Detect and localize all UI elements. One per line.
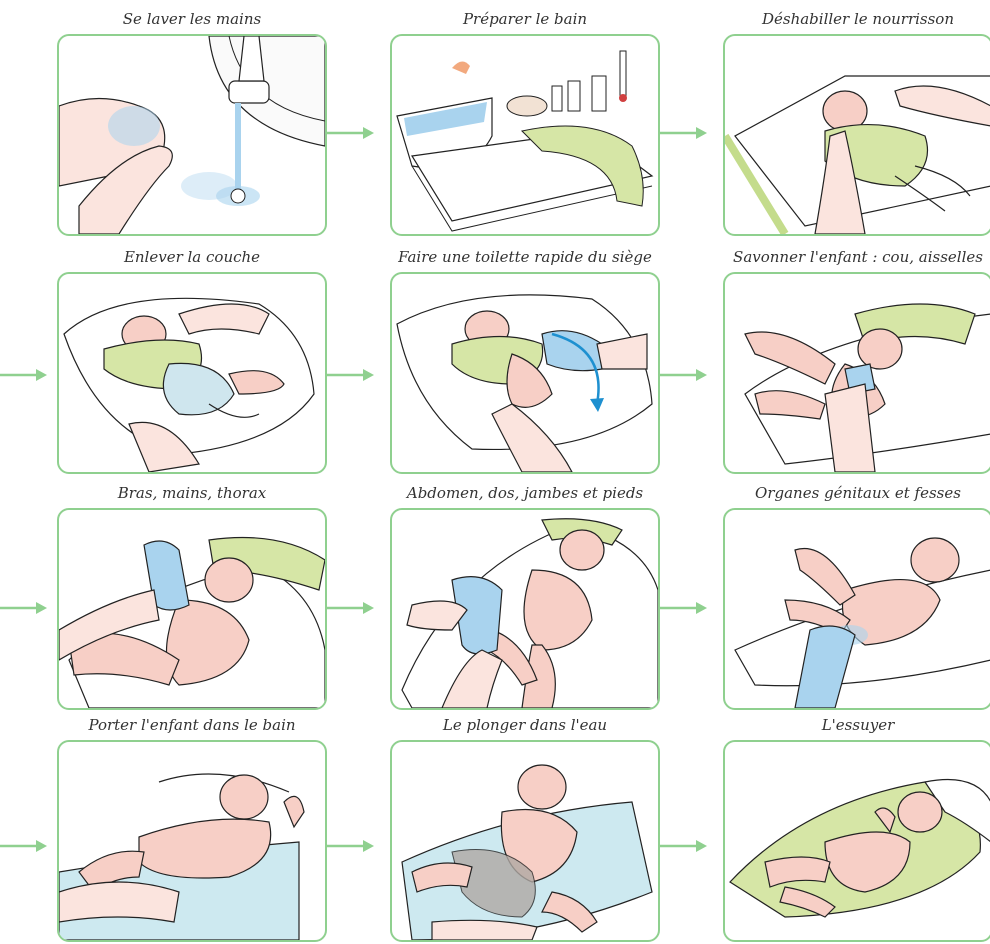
flow-arrow [660, 367, 708, 383]
step-illustration [390, 34, 660, 236]
step-illustration [390, 740, 660, 942]
flow-arrow [660, 125, 708, 141]
step-illustration [723, 34, 990, 236]
flow-arrow [327, 125, 375, 141]
step-caption: Savonner l'enfant : cou, aisselles [723, 246, 990, 268]
flow-arrow [0, 838, 48, 854]
step-caption: Enlever la couche [57, 246, 327, 268]
step-illustration [57, 740, 327, 942]
step-caption: Déshabiller le nourrisson [723, 8, 990, 30]
step-caption: L'essuyer [723, 714, 990, 736]
step-drying-baby: L'essuyer [723, 714, 990, 944]
flow-arrow [327, 367, 375, 383]
step-illustration [723, 508, 990, 710]
flow-arrow [660, 600, 708, 616]
step-undressing-baby: Déshabiller le nourrisson [723, 8, 990, 238]
step-caption: Organes génitaux et fesses [723, 482, 990, 504]
step-illustration [57, 508, 327, 710]
step-caption: Le plonger dans l'eau [390, 714, 660, 736]
step-washing-arms-chest: Bras, mains, thorax [57, 482, 327, 712]
step-illustration [723, 272, 990, 474]
flow-arrow [327, 600, 375, 616]
step-caption: Porter l'enfant dans le bain [57, 714, 327, 736]
step-bath-preparation: Préparer le bain [390, 8, 660, 238]
step-caption: Faire une toilette rapide du siège [390, 246, 660, 268]
flow-arrow [0, 367, 48, 383]
step-quick-bottom-wash: Faire une toilette rapide du siège [390, 246, 660, 476]
step-hand-washing: Se laver les mains [57, 8, 327, 238]
step-caption: Bras, mains, thorax [57, 482, 327, 504]
step-illustration [390, 508, 660, 710]
step-illustration [390, 272, 660, 474]
step-removing-diaper: Enlever la couche [57, 246, 327, 476]
flow-arrow [0, 600, 48, 616]
step-caption: Se laver les mains [57, 8, 327, 30]
flow-arrow [327, 838, 375, 854]
step-immersing-baby: Le plonger dans l'eau [390, 714, 660, 944]
step-washing-belly-legs: Abdomen, dos, jambes et pieds [390, 482, 660, 712]
step-carrying-to-bath: Porter l'enfant dans le bain [57, 714, 327, 944]
flow-arrow [660, 838, 708, 854]
step-soaping-neck-armpits: Savonner l'enfant : cou, aisselles [723, 246, 990, 476]
step-caption: Préparer le bain [390, 8, 660, 30]
step-illustration [57, 34, 327, 236]
step-illustration [57, 272, 327, 474]
step-illustration [723, 740, 990, 942]
step-washing-genitals: Organes génitaux et fesses [723, 482, 990, 712]
step-caption: Abdomen, dos, jambes et pieds [390, 482, 660, 504]
